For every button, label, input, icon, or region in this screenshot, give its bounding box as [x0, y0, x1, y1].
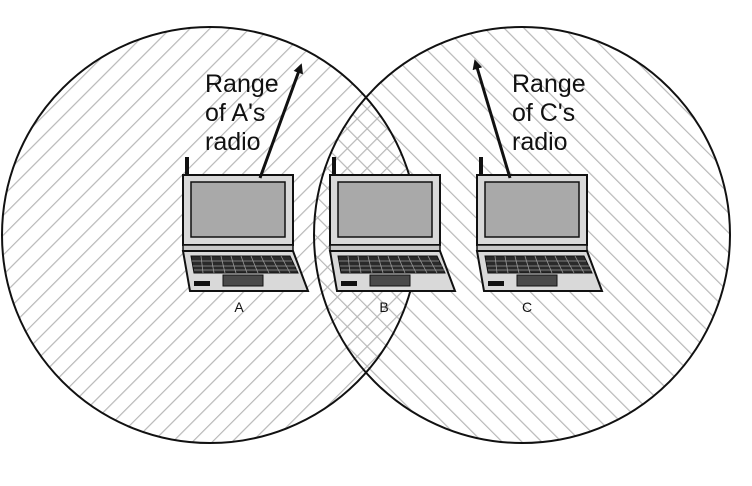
range-label-c-line-1: Range	[512, 70, 586, 98]
range-circle-c-outline	[313, 26, 731, 444]
laptop-b-icon	[329, 156, 456, 292]
laptop-c-icon	[476, 156, 603, 292]
node-label-a: A	[234, 299, 244, 315]
range-label-a-line-3: radio	[205, 128, 261, 156]
range-label-c-line-2: of C's	[512, 99, 575, 127]
node-label-c: C	[522, 299, 532, 315]
range-label-a-line-1: Range	[205, 70, 279, 98]
range-label-a: Range of A's radio	[205, 70, 286, 156]
range-label-c-line-3: radio	[512, 128, 568, 156]
laptop-a-icon	[182, 156, 309, 292]
node-label-b: B	[379, 299, 388, 315]
range-label-a-line-2: of A's	[205, 99, 265, 127]
range-label-c: Range of C's radio	[512, 70, 593, 156]
range-arrow-a	[258, 63, 303, 179]
range-arrow-c	[472, 59, 512, 179]
